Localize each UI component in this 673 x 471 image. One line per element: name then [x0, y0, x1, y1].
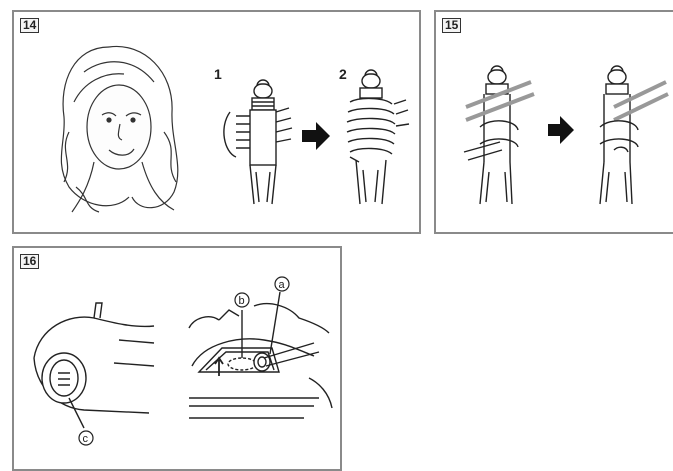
panel-15: 15: [434, 10, 673, 234]
panel-15-illustration: [436, 12, 673, 232]
cord-swivel-detail: [34, 303, 154, 428]
panel-14: 14: [12, 10, 421, 234]
curler-step-2: [347, 70, 409, 204]
step-2-label: 2: [339, 66, 347, 82]
callout-b: b: [239, 295, 245, 307]
woman-portrait: [61, 46, 177, 212]
panel-16: 16 c: [12, 246, 342, 471]
curler-unwinding-right: [600, 66, 668, 204]
panel-14-illustration: [14, 12, 419, 232]
curler-step-1: [224, 80, 292, 204]
callout-a: a: [279, 279, 286, 291]
curler-unwinding-left: [464, 66, 534, 204]
panel-16-illustration: c b a: [14, 248, 340, 469]
step-1-label: 1: [214, 66, 222, 82]
callout-c: c: [83, 433, 89, 445]
arrow-icon: [548, 116, 574, 144]
stand-eyelet-detail: [189, 292, 332, 418]
arrow-icon: [302, 122, 330, 150]
